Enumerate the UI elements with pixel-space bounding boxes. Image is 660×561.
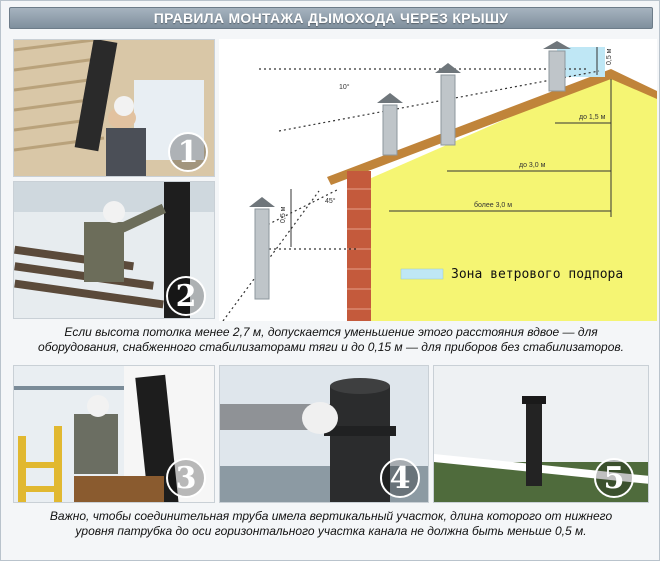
house-wall xyxy=(369,73,657,321)
caption-bottom-line-1: Важно, чтобы соединительная труба имела … xyxy=(49,509,613,523)
angle-label-top: 10° xyxy=(339,83,350,91)
chimney-diagram-svg: до 1,5 м до 3,0 м более 3,0 м 10° 45° 0,… xyxy=(219,39,657,322)
brick-wall xyxy=(347,171,371,321)
caption-top: Если высота потолка менее 2,7 м, допуска… xyxy=(13,325,649,355)
caption-bottom-line-2: уровня патрубка до оси горизонтального у… xyxy=(75,524,587,538)
photo-step-2-image xyxy=(14,182,214,318)
step-badge-2: 2 xyxy=(166,276,206,316)
step-badge-4: 4 xyxy=(380,458,420,498)
photo-step-5: 5 xyxy=(433,365,649,503)
step-badge-3: 3 xyxy=(166,458,206,498)
dist-label-2: до 3,0 м xyxy=(519,162,546,169)
caption-top-line-1: Если высота потолка менее 2,7 м, допуска… xyxy=(64,325,598,339)
photo-step-3: 3 xyxy=(13,365,215,503)
legend-swatch xyxy=(400,268,444,280)
photo-step-1-image xyxy=(14,40,214,176)
page-title: ПРАВИЛА МОНТАЖА ДЫМОХОДА ЧЕРЕЗ КРЫШУ xyxy=(9,7,653,29)
photo-step-2: 2 xyxy=(13,181,215,319)
step-badge-1: 1 xyxy=(168,132,208,172)
step-badge-5: 5 xyxy=(594,458,634,498)
height-label-top: 0,5 м xyxy=(606,48,613,65)
dist-label-3: более 3,0 м xyxy=(474,201,512,209)
legend-label: Зона ветрового подпора xyxy=(451,267,623,282)
photo-step-4: 4 xyxy=(219,365,429,503)
angle-label-left: 45° xyxy=(325,197,336,205)
dist-label-1: до 1,5 м xyxy=(579,114,606,121)
chimney-diagram: до 1,5 м до 3,0 м более 3,0 м 10° 45° 0,… xyxy=(219,39,657,322)
caption-bottom: Важно, чтобы соединительная труба имела … xyxy=(13,509,649,539)
caption-top-line-2: оборудования, снабженного стабилизаторам… xyxy=(38,340,624,354)
photo-step-1: 1 xyxy=(13,39,215,177)
height-label-left: 0,5 м xyxy=(280,206,287,223)
